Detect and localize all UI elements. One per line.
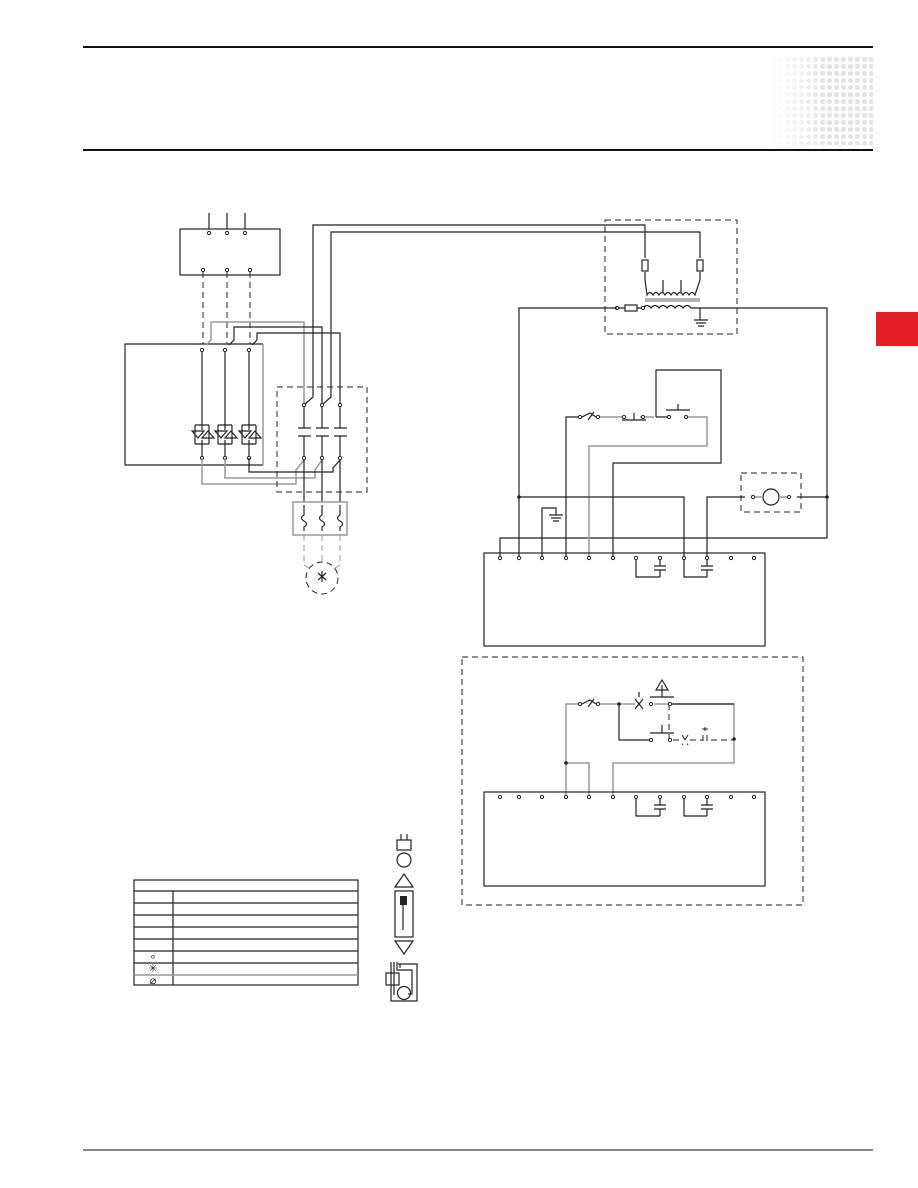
- overload-relay: [292, 501, 348, 536]
- section-tab[interactable]: [876, 312, 918, 346]
- legend-symbol-diameter: ⌀: [150, 975, 157, 987]
- bypass-contactor: [276, 386, 368, 502]
- side-symbols: [385, 834, 418, 1002]
- motor-starter-icon: [385, 962, 418, 1002]
- legend-symbol-terminal: ∘: [150, 951, 157, 963]
- control-transformer: [604, 219, 738, 335]
- terminal-board-upper: [483, 552, 766, 647]
- power-circuit: [124, 213, 701, 595]
- disconnect-box: [179, 213, 281, 276]
- start-stop-station: [565, 369, 722, 558]
- scroll-up-arrow-icon[interactable]: [393, 872, 415, 888]
- legend-table: ∘ ✳ ⌀: [133, 879, 359, 987]
- scroll-track[interactable]: [394, 890, 414, 938]
- motor-symbol: [303, 535, 341, 595]
- page-header: [83, 46, 873, 151]
- fan-motor: [740, 472, 802, 513]
- scr-pairs: [190, 424, 263, 445]
- scroll-down-arrow-icon[interactable]: [393, 940, 415, 956]
- terminal-board-lower: [483, 791, 766, 887]
- control-circuit: [483, 219, 829, 647]
- ground-symbol: [541, 507, 563, 558]
- soft-starter-box: [124, 321, 341, 466]
- scroll-thumb[interactable]: [400, 896, 407, 905]
- fuse-icon: [396, 839, 412, 851]
- alternate-control-option: [461, 656, 804, 906]
- legend-symbol-asterisk: ✳: [148, 963, 157, 975]
- lamp-icon: [396, 852, 412, 868]
